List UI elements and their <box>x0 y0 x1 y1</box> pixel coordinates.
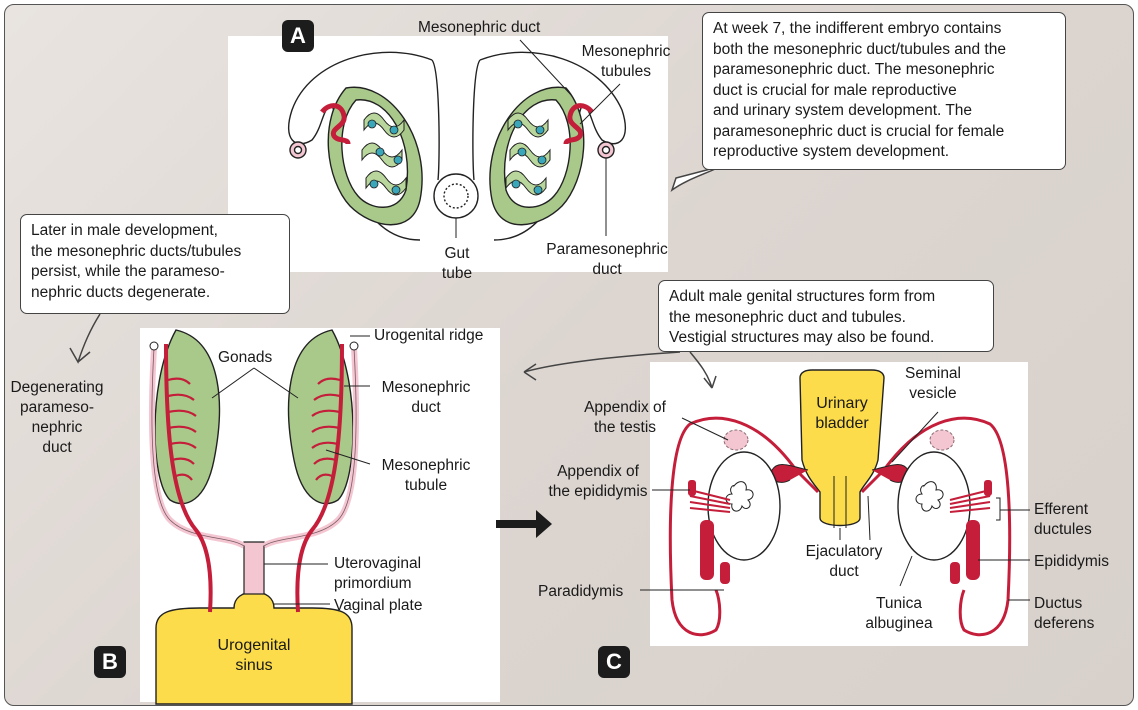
label-mesonephric-duct-b: Mesonephric duct <box>381 379 471 416</box>
panel-c-leaders <box>640 411 1030 601</box>
label-paramesonephric-duct-a: Paramesonephric duct <box>546 241 668 278</box>
label-ejaculatory-duct: Ejaculatory duct <box>805 543 883 580</box>
panel-a-leaders <box>455 39 621 238</box>
label-gonads: Gonads <box>218 349 273 366</box>
label-urogenital-ridge: Urogenital ridge <box>374 327 484 344</box>
label-efferent-ductules: Efferent ductules <box>1034 501 1092 538</box>
panel-b-badge: B <box>94 646 126 678</box>
panel-a-badge: A <box>282 20 314 52</box>
callout-later-male-development: Later in male development, the mesonephr… <box>20 214 290 314</box>
label-degenerating-paramesonephric-duct: Degenerating parameso- nephric duct <box>10 379 104 456</box>
label-seminal-vesicle: Seminal vesicle <box>905 365 961 402</box>
label-tunica-albuginea: Tunica albuginea <box>865 595 933 632</box>
panel-c-badge: C <box>598 646 630 678</box>
label-appendix-of-testis: Appendix of the testis <box>584 399 666 436</box>
panel-b-drawing <box>148 329 360 705</box>
callout-c-pointer-right <box>689 351 717 389</box>
label-gut-tube: Gut tube <box>441 245 473 282</box>
label-paradidymis: Paradidymis <box>538 583 624 600</box>
label-epididymis: Epididymis <box>1034 553 1109 570</box>
transition-arrow-icon <box>496 510 552 538</box>
callout-adult-male-structures: Adult male genital structures form from … <box>658 280 994 352</box>
callout-week-7: At week 7, the indifferent embryo contai… <box>702 12 1066 170</box>
callout-c-pointer-left <box>523 351 681 381</box>
label-urogenital-sinus: Urogenital sinus <box>217 637 291 674</box>
callout-b-pointer <box>69 313 101 364</box>
label-appendix-of-epididymis: Appendix of the epididymis <box>548 463 648 500</box>
label-mesonephric-tubule-b: Mesonephric tubule <box>381 457 471 494</box>
label-mesonephric-duct-a: Mesonephric duct <box>418 19 541 36</box>
panel-c-drawing <box>668 369 1012 637</box>
panel-b-leaders <box>211 335 371 605</box>
label-mesonephric-tubules-a: Mesonephric tubules <box>581 43 671 80</box>
label-ductus-deferens: Ductus deferens <box>1034 595 1095 632</box>
label-urinary-bladder: Urinary bladder <box>815 395 869 432</box>
label-uterovaginal-primordium: Uterovaginal primordium <box>334 555 422 592</box>
label-vaginal-plate: Vaginal plate <box>334 597 423 614</box>
